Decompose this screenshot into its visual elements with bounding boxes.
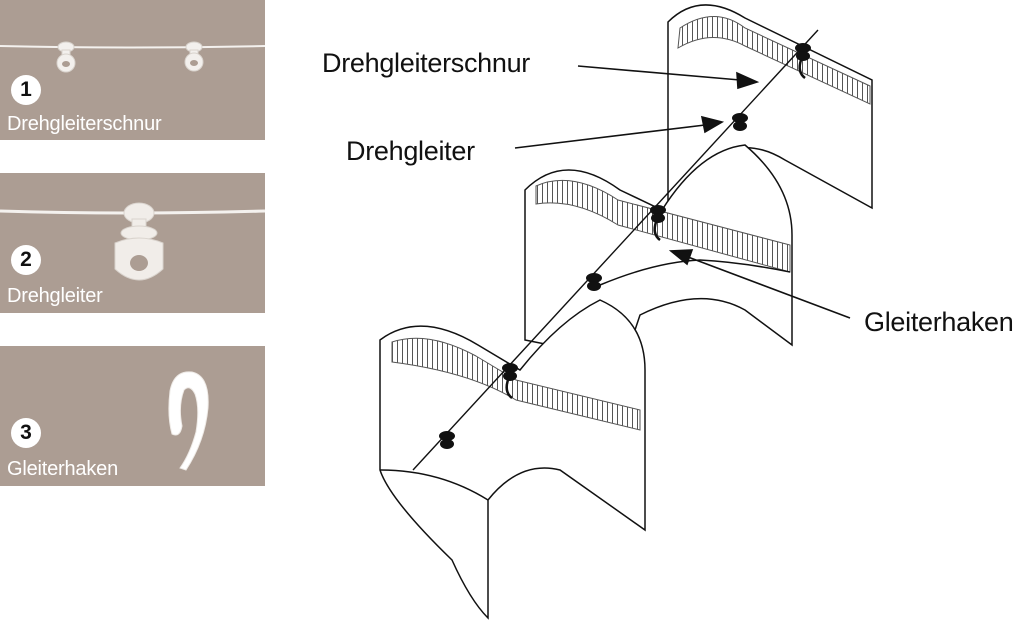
glider: [732, 113, 748, 131]
glider: [795, 43, 811, 79]
panel-hook: 3 Gleiterhaken: [0, 346, 265, 486]
swivel-gliders: [439, 43, 811, 449]
curtain-fold-back: [667, 4, 873, 213]
glider: [586, 273, 602, 291]
panel-label: Drehgleiterschnur: [7, 113, 162, 135]
panel-cord: 1 Drehgleiterschnur: [0, 0, 265, 140]
glider: [502, 363, 518, 399]
glider-cord: [412, 29, 819, 471]
curtain-fold-front: [379, 299, 646, 620]
cord-with-gliders-icon: [0, 41, 265, 73]
panel-label: Gleiterhaken: [7, 458, 118, 480]
panel-number-badge: 3: [11, 418, 41, 448]
panel-number-badge: 1: [11, 75, 41, 105]
panel-glider: 2 Drehgleiter: [0, 173, 265, 313]
callout-label-cord: Drehgleiterschnur: [322, 48, 530, 78]
swivel-glider-icon: [0, 202, 265, 281]
glider: [439, 431, 455, 449]
glider-hook-icon: [168, 371, 209, 471]
callout-label-hook: Gleiterhaken: [864, 307, 1014, 337]
panel-label: Drehgleiter: [7, 285, 103, 307]
glider: [650, 205, 666, 241]
panel-number-badge: 2: [11, 245, 41, 275]
callout-arrows: [514, 65, 851, 319]
callout-label-glider: Drehgleiter: [346, 136, 475, 166]
